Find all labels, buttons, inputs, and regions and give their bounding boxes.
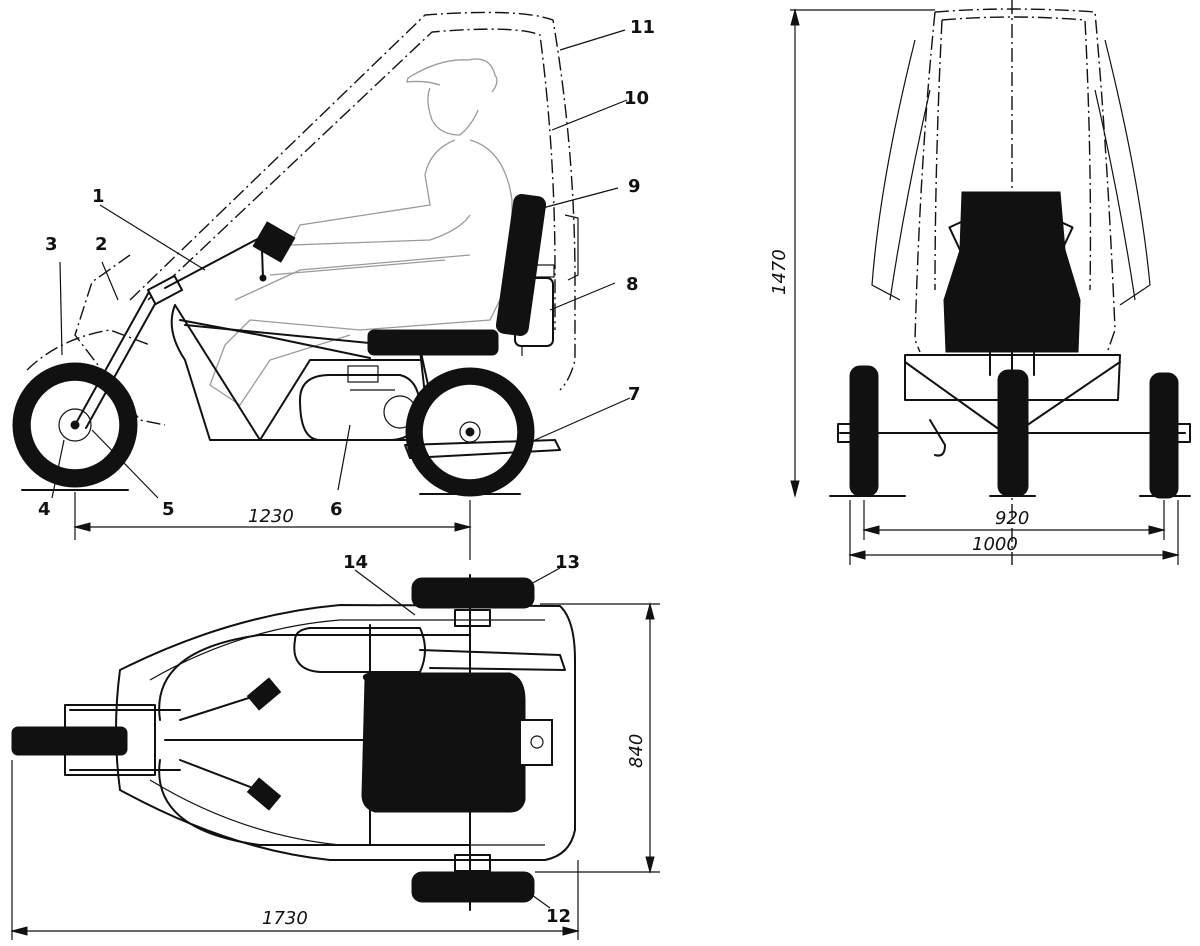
callout-11: 11: [630, 17, 655, 38]
callout-5: 5: [162, 499, 175, 520]
callout-3: 3: [45, 234, 58, 255]
dimension-track-outer: 1000: [848, 500, 1180, 565]
dimension-width-label: 840: [626, 734, 647, 768]
dimension-wheelbase-label: 1230: [248, 506, 294, 527]
footrest: [404, 439, 561, 459]
front-view-center-wheel: [997, 369, 1029, 497]
dimension-track-inner: 920: [862, 500, 1166, 540]
callout-9: 9: [628, 176, 641, 197]
dimension-track-inner-label: 920: [995, 508, 1029, 529]
callout-2: 2: [95, 234, 108, 255]
top-view-front-wheel: [11, 726, 128, 756]
callout-4: 4: [38, 499, 51, 520]
callout-14: 14: [343, 552, 368, 573]
front-fairing: [74, 254, 166, 426]
front-view: 1470 920 1000: [769, 0, 1191, 565]
canopy-outer: [129, 11, 576, 391]
front-view-right-wheel: [1149, 372, 1179, 499]
top-view: 840 1730 12 13 14: [10, 552, 660, 940]
dimension-height-label: 1470: [769, 249, 790, 295]
callout-7: 7: [628, 384, 641, 405]
dimension-length: 1730: [10, 760, 580, 940]
canopy-inner: [147, 28, 556, 330]
engine: [299, 365, 421, 441]
callout-1: 1: [92, 186, 105, 207]
dimension-length-label: 1730: [262, 908, 308, 929]
callout-13: 13: [555, 552, 580, 573]
callout-8: 8: [626, 274, 639, 295]
dimension-track-outer-label: 1000: [972, 534, 1018, 555]
top-view-rear-wheel-left: [411, 577, 535, 609]
rear-wheel: [405, 367, 535, 497]
rider-silhouette: [209, 58, 513, 406]
side-view: 1230 1 2 3 4 5 6 7 8 9 10 11: [12, 11, 655, 560]
seat: [367, 193, 547, 356]
dimension-width: 840: [535, 602, 660, 874]
dimension-height: 1470: [769, 8, 935, 498]
front-fork: [74, 221, 296, 429]
callout-12: 12: [546, 906, 571, 927]
callout-6: 6: [330, 499, 343, 520]
top-view-rear-wheel-right: [411, 871, 535, 903]
callout-10: 10: [624, 88, 649, 109]
dimension-wheelbase: 1230: [73, 492, 472, 560]
front-view-left-wheel: [849, 365, 879, 497]
fuel-tank: [514, 264, 555, 356]
